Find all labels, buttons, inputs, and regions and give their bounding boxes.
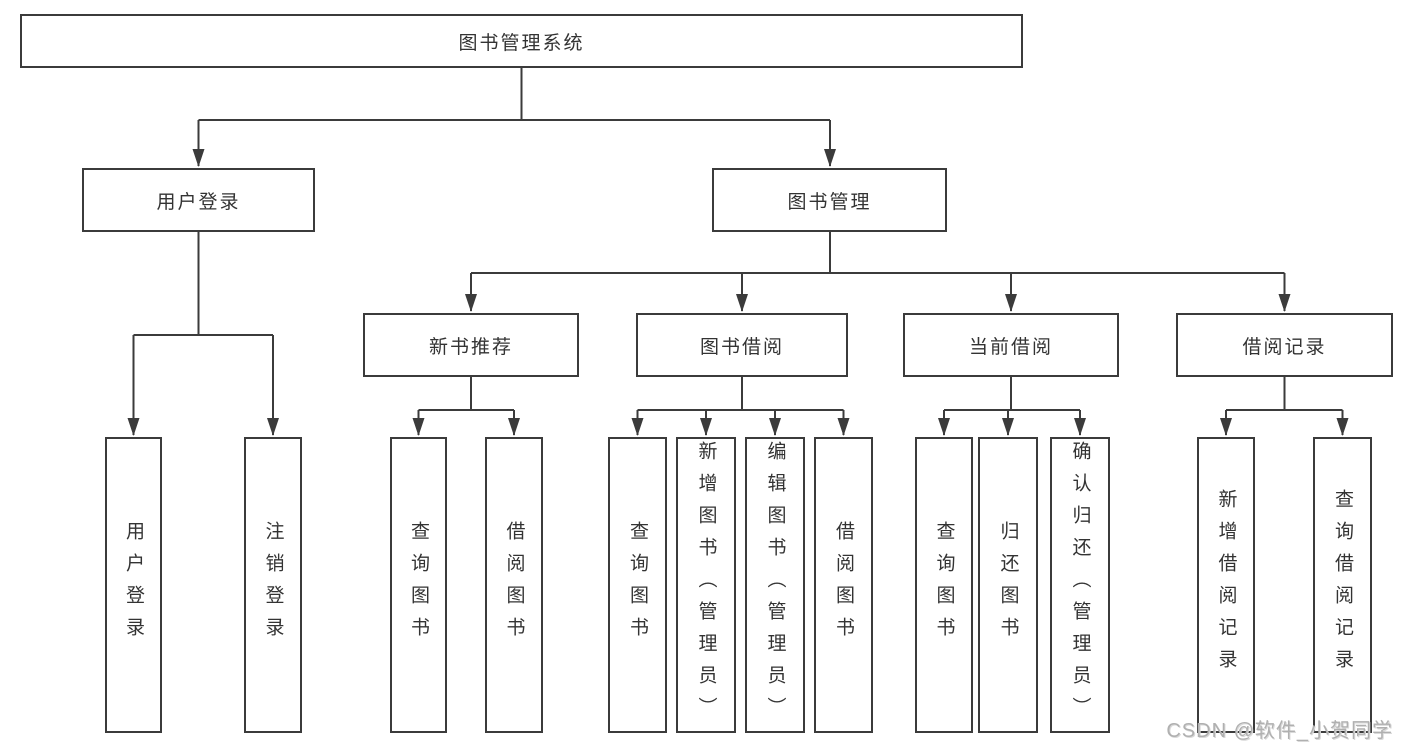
node-label: 查询图书: [627, 521, 648, 649]
node-new-book-recommend: 新书推荐: [363, 313, 579, 377]
node-label: 用户登录: [156, 191, 241, 213]
leaf-confirm-return-admin: 确认归还（管理员）: [1050, 437, 1110, 733]
node-label: 确认归还（管理员）: [1069, 441, 1091, 729]
node-label: 借阅记录: [1242, 336, 1327, 358]
leaf-add-borrow-record: 新增借阅记录: [1197, 437, 1255, 733]
node-label: 当前借阅: [968, 336, 1053, 358]
leaf-borrow-book-recommend: 借阅图书: [485, 437, 543, 733]
csdn-watermark: CSDN @软件_小贺同学: [1166, 720, 1393, 742]
leaf-edit-book-admin: 编辑图书（管理员）: [745, 437, 805, 733]
leaf-query-book-borrow: 查询图书: [608, 437, 667, 733]
node-user-login: 用户登录: [82, 168, 315, 232]
leaf-return-book: 归还图书: [978, 437, 1038, 733]
node-label: 借阅图书: [833, 521, 854, 649]
node-label: 新增图书（管理员）: [695, 441, 717, 729]
node-label: 新增借阅记录: [1215, 489, 1237, 681]
node-current-borrow: 当前借阅: [903, 313, 1119, 377]
node-label: 编辑图书（管理员）: [764, 441, 786, 729]
node-label: 图书管理系统: [458, 32, 585, 54]
node-label: 查询图书: [933, 521, 955, 649]
node-label: 图书借阅: [699, 336, 784, 358]
node-label: 用户登录: [123, 521, 144, 649]
node-label: 借阅图书: [503, 521, 525, 649]
leaf-query-book-current: 查询图书: [915, 437, 973, 733]
node-book-management: 图书管理: [712, 168, 947, 232]
node-label: 查询图书: [408, 521, 429, 649]
leaf-query-book-recommend: 查询图书: [390, 437, 447, 733]
leaf-query-borrow-record: 查询借阅记录: [1313, 437, 1372, 733]
leaf-user-login: 用户登录: [105, 437, 162, 733]
node-root-system: 图书管理系统: [20, 14, 1023, 68]
node-book-borrow: 图书借阅: [636, 313, 848, 377]
node-borrow-record: 借阅记录: [1176, 313, 1393, 377]
leaf-logout-login: 注销登录: [244, 437, 302, 733]
leaf-add-book-admin: 新增图书（管理员）: [676, 437, 736, 733]
node-label: 新书推荐: [428, 336, 513, 358]
node-label: 注销登录: [262, 521, 284, 649]
leaf-borrow-book: 借阅图书: [814, 437, 873, 733]
node-label: 图书管理: [787, 191, 872, 213]
node-label: 查询借阅记录: [1332, 489, 1353, 681]
node-label: 归还图书: [997, 521, 1019, 649]
